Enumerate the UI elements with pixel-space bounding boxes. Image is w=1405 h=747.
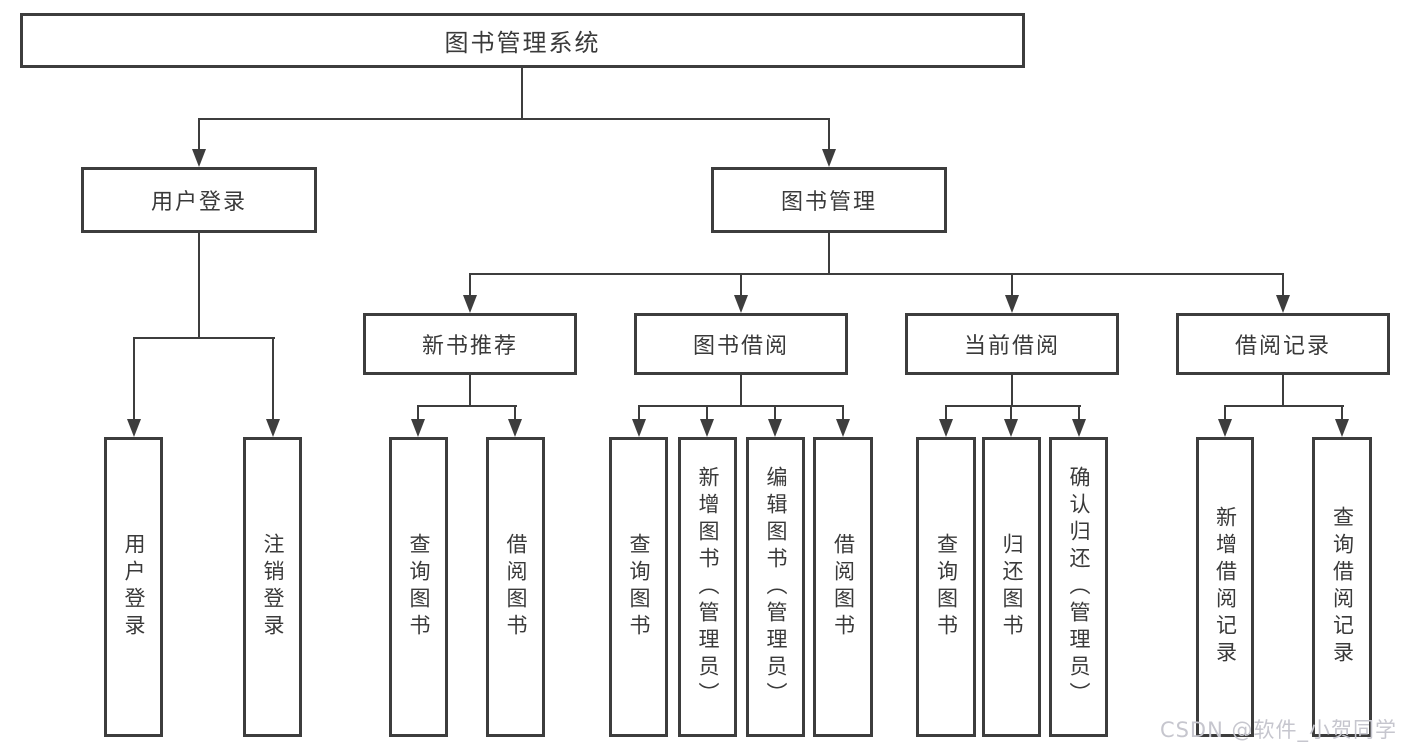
- leaf-user-login: 用户登录: [104, 437, 163, 737]
- node-current-borrowing: 当前借阅: [905, 313, 1119, 375]
- arrow-to-edit-books: [768, 405, 782, 437]
- leaf-return-books: 归还图书: [982, 437, 1041, 737]
- leaf-borrow-books: 借阅图书: [813, 437, 873, 737]
- arrow-to-confirm-return: [1072, 405, 1086, 437]
- watermark: CSDN @软件_小贺同学: [1159, 718, 1397, 742]
- connector-user-login-rail: [133, 337, 275, 339]
- arrow-to-current-borrowing: [1005, 273, 1019, 313]
- node-library-management-system: 图书管理系统: [20, 13, 1025, 68]
- connector-new-book-rail: [417, 405, 517, 407]
- leaf-add-books-admin: 新增图书（管理员）: [678, 437, 737, 737]
- node-new-book-recommendation: 新书推荐: [363, 313, 577, 375]
- connector-current-borrow-rail: [945, 405, 1081, 407]
- leaf-edit-books-admin: 编辑图书（管理员）: [746, 437, 805, 737]
- connector-book-management-stem: [828, 233, 830, 273]
- connector-new-book-stem: [469, 375, 471, 405]
- connector-root-stem: [521, 68, 523, 118]
- node-book-borrowing: 图书借阅: [634, 313, 848, 375]
- leaf-query-books-borrow: 查询图书: [609, 437, 668, 737]
- leaf-query-borrow-record: 查询借阅记录: [1312, 437, 1372, 737]
- arrow-to-query-books-borrow: [632, 405, 646, 437]
- leaf-logout: 注销登录: [243, 437, 302, 737]
- leaf-add-borrow-record: 新增借阅记录: [1196, 437, 1254, 737]
- arrow-to-leaf-user-login: [127, 337, 141, 437]
- connector-book-borrow-rail: [638, 405, 844, 407]
- arrow-to-book-borrowing: [734, 273, 748, 313]
- arrow-to-borrow-books: [836, 405, 850, 437]
- arrow-to-query-borrow-record: [1335, 405, 1349, 437]
- node-user-login: 用户登录: [81, 167, 317, 233]
- connector-borrow-record-stem: [1282, 375, 1284, 405]
- leaf-borrow-books-new: 借阅图书: [486, 437, 545, 737]
- arrow-to-borrowing-records: [1276, 273, 1290, 313]
- leaf-query-books-new: 查询图书: [389, 437, 448, 737]
- arrow-to-new-book-recommendation: [463, 273, 477, 313]
- arrow-to-add-borrow-record: [1218, 405, 1232, 437]
- arrow-to-leaf-logout: [266, 337, 280, 437]
- connector-book-management-rail: [469, 273, 1284, 275]
- connector-user-login-stem: [198, 233, 200, 337]
- arrow-to-add-books: [700, 405, 714, 437]
- connector-current-borrow-stem: [1011, 375, 1013, 405]
- node-book-management: 图书管理: [711, 167, 947, 233]
- arrow-to-book-management: [822, 118, 836, 167]
- arrow-to-query-books-new: [411, 405, 425, 437]
- leaf-confirm-return-admin: 确认归还（管理员）: [1049, 437, 1108, 737]
- arrow-to-return-books: [1004, 405, 1018, 437]
- arrow-to-borrow-books-new: [508, 405, 522, 437]
- arrow-to-query-books-current: [939, 405, 953, 437]
- connector-root-rail: [198, 118, 830, 120]
- arrow-to-user-login: [192, 118, 206, 167]
- connector-borrow-record-rail: [1224, 405, 1344, 407]
- leaf-query-books-current: 查询图书: [916, 437, 976, 737]
- connector-book-borrow-stem: [740, 375, 742, 405]
- node-borrowing-records: 借阅记录: [1176, 313, 1390, 375]
